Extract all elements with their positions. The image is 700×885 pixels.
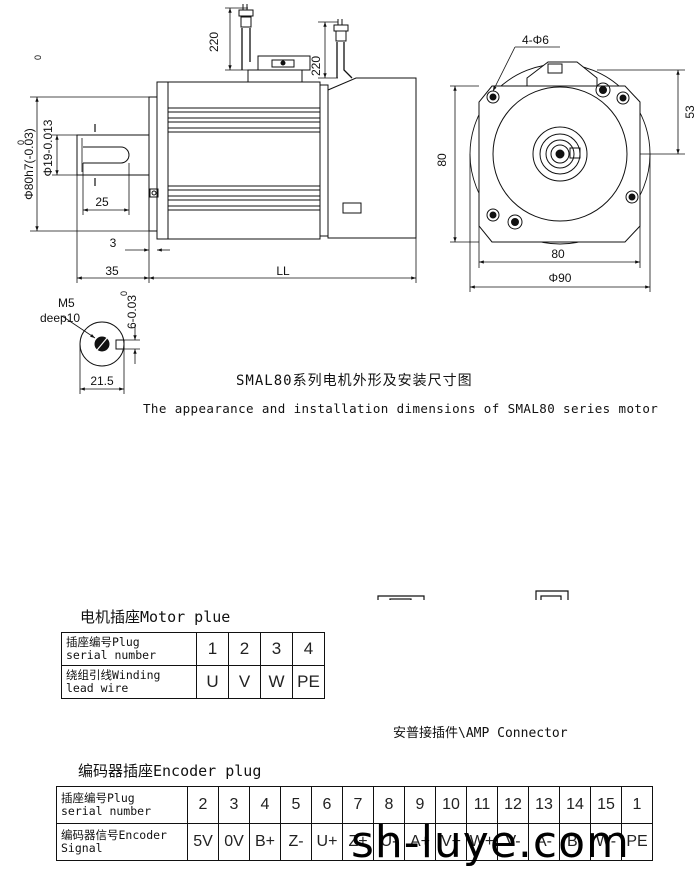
cable-len-label-1: 220 [207, 32, 221, 52]
pilot-circle [492, 86, 628, 222]
depth-label: deep10 [40, 311, 80, 325]
pin-cell: 3 [218, 786, 250, 824]
signal-cell: 5V [187, 823, 219, 861]
signal-cell: Z+ [342, 823, 374, 861]
offset-label: 53 [683, 105, 697, 119]
watermark: sh-luye.com [351, 817, 630, 868]
svg-text:0: 0 [16, 140, 26, 145]
pin-cell: 9 [404, 786, 436, 824]
motor-dimension-drawing: Φ19-0.013 0 Φ80h7(-0.03) 0 220 220 25 3 … [16, 4, 697, 600]
flange [156, 81, 169, 240]
height-label: 80 [435, 153, 449, 167]
motor-plug-title: 电机插座Motor plue [80, 608, 231, 626]
wire-cell: V [228, 665, 261, 699]
pin-cell: 2 [187, 786, 219, 824]
cable-len-label-2: 220 [309, 56, 323, 76]
shaft-circle [545, 139, 575, 169]
row-header: 编码器信号Encoder Signal [56, 823, 188, 861]
shaft-section-labels: M5 deep10 6-0.03 0 21.5 [40, 291, 139, 388]
encoder-plug-title: 编码器插座Encoder plug [78, 762, 262, 780]
square-label: 80 [551, 247, 565, 261]
row-header: 插座编号Plug serial number [61, 632, 197, 666]
wire-cell: U [196, 665, 229, 699]
motor-body [167, 81, 321, 240]
key-width-label: 6-0.03 [125, 295, 139, 329]
pin-cell: 1 [621, 786, 653, 824]
table-row: 编码器信号Encoder Signal 5V 0V B+ Z- U+ Z+ U-… [56, 823, 653, 861]
svg-text:0: 0 [119, 291, 129, 296]
row-header: 插座编号Plug serial number [56, 786, 188, 824]
rear-cover [319, 84, 329, 237]
key-height-label: 21.5 [90, 374, 114, 388]
front-view [469, 61, 651, 245]
caption-chinese: SMAL80系列电机外形及安装尺寸图 [236, 373, 473, 389]
power-cable [238, 4, 254, 70]
pin-cell: 1 [196, 632, 229, 666]
encoder-cable [333, 19, 353, 79]
amp-connector-4pin [377, 595, 425, 600]
keyway [83, 146, 130, 164]
pilot-dia-label: Φ80h7(-0.03) [22, 128, 36, 200]
mount-holes [486, 82, 639, 230]
side-view-labels: Φ19-0.013 0 Φ80h7(-0.03) 0 220 220 25 3 … [16, 32, 323, 278]
amp-connector-15pin [535, 590, 569, 600]
signal-cell: U- [373, 823, 405, 861]
signal-cell: V- [497, 823, 529, 861]
pin-cell: 8 [373, 786, 405, 824]
front-view-labels: 4-Φ6 80 53 80 Φ90 [435, 33, 697, 285]
signal-cell: B+ [249, 823, 281, 861]
wire-cell: PE [292, 665, 325, 699]
pin-cell: 6 [311, 786, 343, 824]
side-view [76, 4, 417, 240]
table-row: 插座编号Plug serial number 1 2 3 4 [61, 632, 325, 666]
terminal-box [257, 55, 311, 71]
holes-label: 4-Φ6 [522, 33, 549, 47]
shaft [76, 134, 150, 176]
signal-cell: A+ [404, 823, 436, 861]
signal-cell: W- [590, 823, 622, 861]
row-header: 绕组引线Winding lead wire [61, 665, 197, 699]
pin-cell: 4 [249, 786, 281, 824]
signal-cell: 0V [218, 823, 250, 861]
keyway-len-label: 25 [95, 195, 109, 209]
pin-cell: 15 [590, 786, 622, 824]
cooling-fins [168, 107, 320, 211]
shoulder-label: 3 [110, 236, 117, 250]
thread-label: M5 [58, 296, 75, 310]
encoder-plug-table: 插座编号Plug serial number 2 3 4 5 6 7 8 9 1… [56, 786, 653, 861]
body-len-label: LL [276, 264, 290, 278]
signal-cell: V+ [435, 823, 467, 861]
signal-cell: Z- [280, 823, 312, 861]
table-row: 绕组引线Winding lead wire U V W PE [61, 665, 325, 699]
svg-text:0: 0 [33, 55, 43, 60]
pin-cell: 2 [228, 632, 261, 666]
signal-cell: PE [621, 823, 653, 861]
signal-cell: W+ [466, 823, 498, 861]
pin-cell: 4 [292, 632, 325, 666]
table-row: 插座编号Plug serial number 2 3 4 5 6 7 8 9 1… [56, 786, 653, 824]
encoder-housing [327, 77, 417, 239]
caption-english: The appearance and installation dimensio… [143, 401, 659, 416]
shaft-dia-label: Φ19-0.013 [41, 119, 55, 176]
pilot [148, 96, 158, 232]
front-view-dimensions [450, 46, 685, 292]
motor-plug-table: 插座编号Plug serial number 1 2 3 4 绕组引线Windi… [61, 632, 325, 699]
signal-cell: B- [559, 823, 591, 861]
side-view-dimensions [30, 7, 417, 283]
pcd-label: Φ90 [549, 271, 572, 285]
flange-square [478, 85, 641, 243]
pin-cell: 3 [260, 632, 293, 666]
amp-connector-label: 安普接插件\AMP Connector [393, 726, 568, 741]
signal-cell: U+ [311, 823, 343, 861]
pin-cell: 5 [280, 786, 312, 824]
shaft-section [61, 315, 140, 394]
wire-cell: W [260, 665, 293, 699]
shaft-len-label: 35 [105, 264, 119, 278]
